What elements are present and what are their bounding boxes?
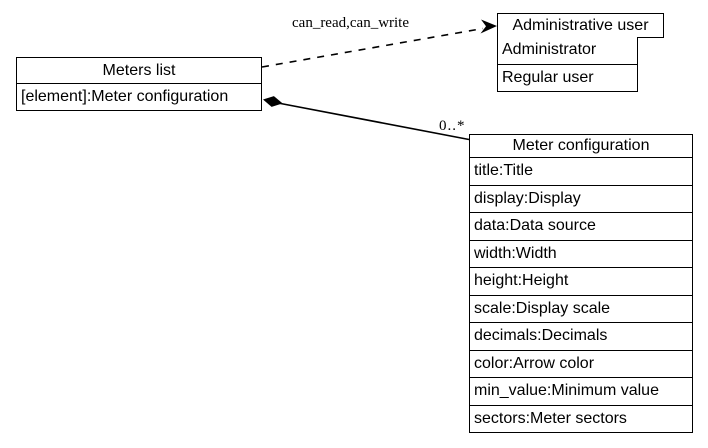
attribute-row: color:Arrow color: [470, 349, 692, 378]
attribute-row: decimals:Decimals: [470, 322, 692, 350]
enum-value-row: Regular user: [498, 63, 637, 91]
class-title: Meters list: [102, 61, 176, 79]
class-title: Meter configuration: [512, 137, 650, 154]
attribute-row: sectors:Meter sectors: [470, 404, 692, 433]
attribute-row: height:Height: [470, 267, 692, 295]
composition-edge: [277, 102, 470, 141]
dependency-edge: [261, 27, 484, 68]
attribute-row: width:Width: [470, 239, 692, 268]
composition-diamond-icon: [263, 96, 283, 107]
attribute-row: data:Data source: [470, 212, 692, 240]
edge-label-multiplicity: 0..*: [439, 118, 466, 134]
attribute-row: min_value:Minimum value: [470, 377, 692, 405]
open-arrowhead-icon: [480, 19, 497, 34]
class-box-admin-user-title[interactable]: Administrative user: [497, 13, 664, 38]
enum-value-row: Administrator: [502, 41, 597, 58]
attribute-row: [element]:Meter configuration: [17, 83, 261, 110]
attribute-row: scale:Display scale: [470, 294, 692, 323]
edge-label-permissions: can_read,can_write: [292, 15, 410, 31]
attribute-row: title:Title: [470, 157, 692, 185]
attribute-list: [element]:Meter configuration: [17, 83, 261, 110]
attribute-row: display:Display: [470, 184, 692, 213]
class-box-meters-list[interactable]: Meters list [element]:Meter configuratio…: [16, 57, 262, 111]
